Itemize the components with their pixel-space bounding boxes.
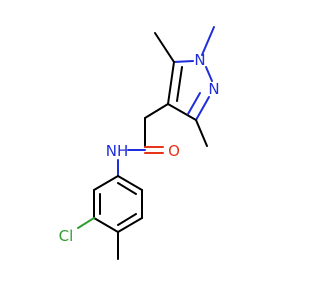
bond-c3-methyl (195, 119, 208, 147)
atom-label-n1: N (194, 51, 205, 69)
bond-ph4-ph5 (117, 217, 143, 233)
bond-n1-methyl (201, 26, 215, 56)
bond-ph3-ph4 (93, 217, 119, 233)
bond-ph4-ph5-inner (117, 213, 137, 226)
bond-ph6-ph1 (117, 175, 143, 191)
bond-ph1-ph2 (93, 175, 119, 191)
bond-c5-c4-double (176, 66, 183, 102)
bond-ph3-cl (77, 217, 95, 229)
molecule-structure: N N NH O Cl (59, 26, 220, 260)
bond-c4-c3 (167, 103, 197, 121)
bond-c5-c4 (167, 61, 175, 105)
bond-c4-ch2 (144, 103, 169, 119)
atom-label-o: O (168, 142, 180, 160)
atom-label-cl: Cl (59, 227, 74, 245)
bond-ph6-ph1-inner (117, 182, 137, 195)
bond-c3-n2-double (187, 92, 201, 115)
atom-label-n2: N (208, 80, 219, 98)
bond-n1-c5 (173, 60, 194, 63)
bond-n2-n1 (205, 66, 213, 82)
bond-c5-methyl (154, 32, 175, 63)
bond-c3-n2 (195, 96, 210, 121)
atom-label-nh: NH (106, 142, 129, 160)
